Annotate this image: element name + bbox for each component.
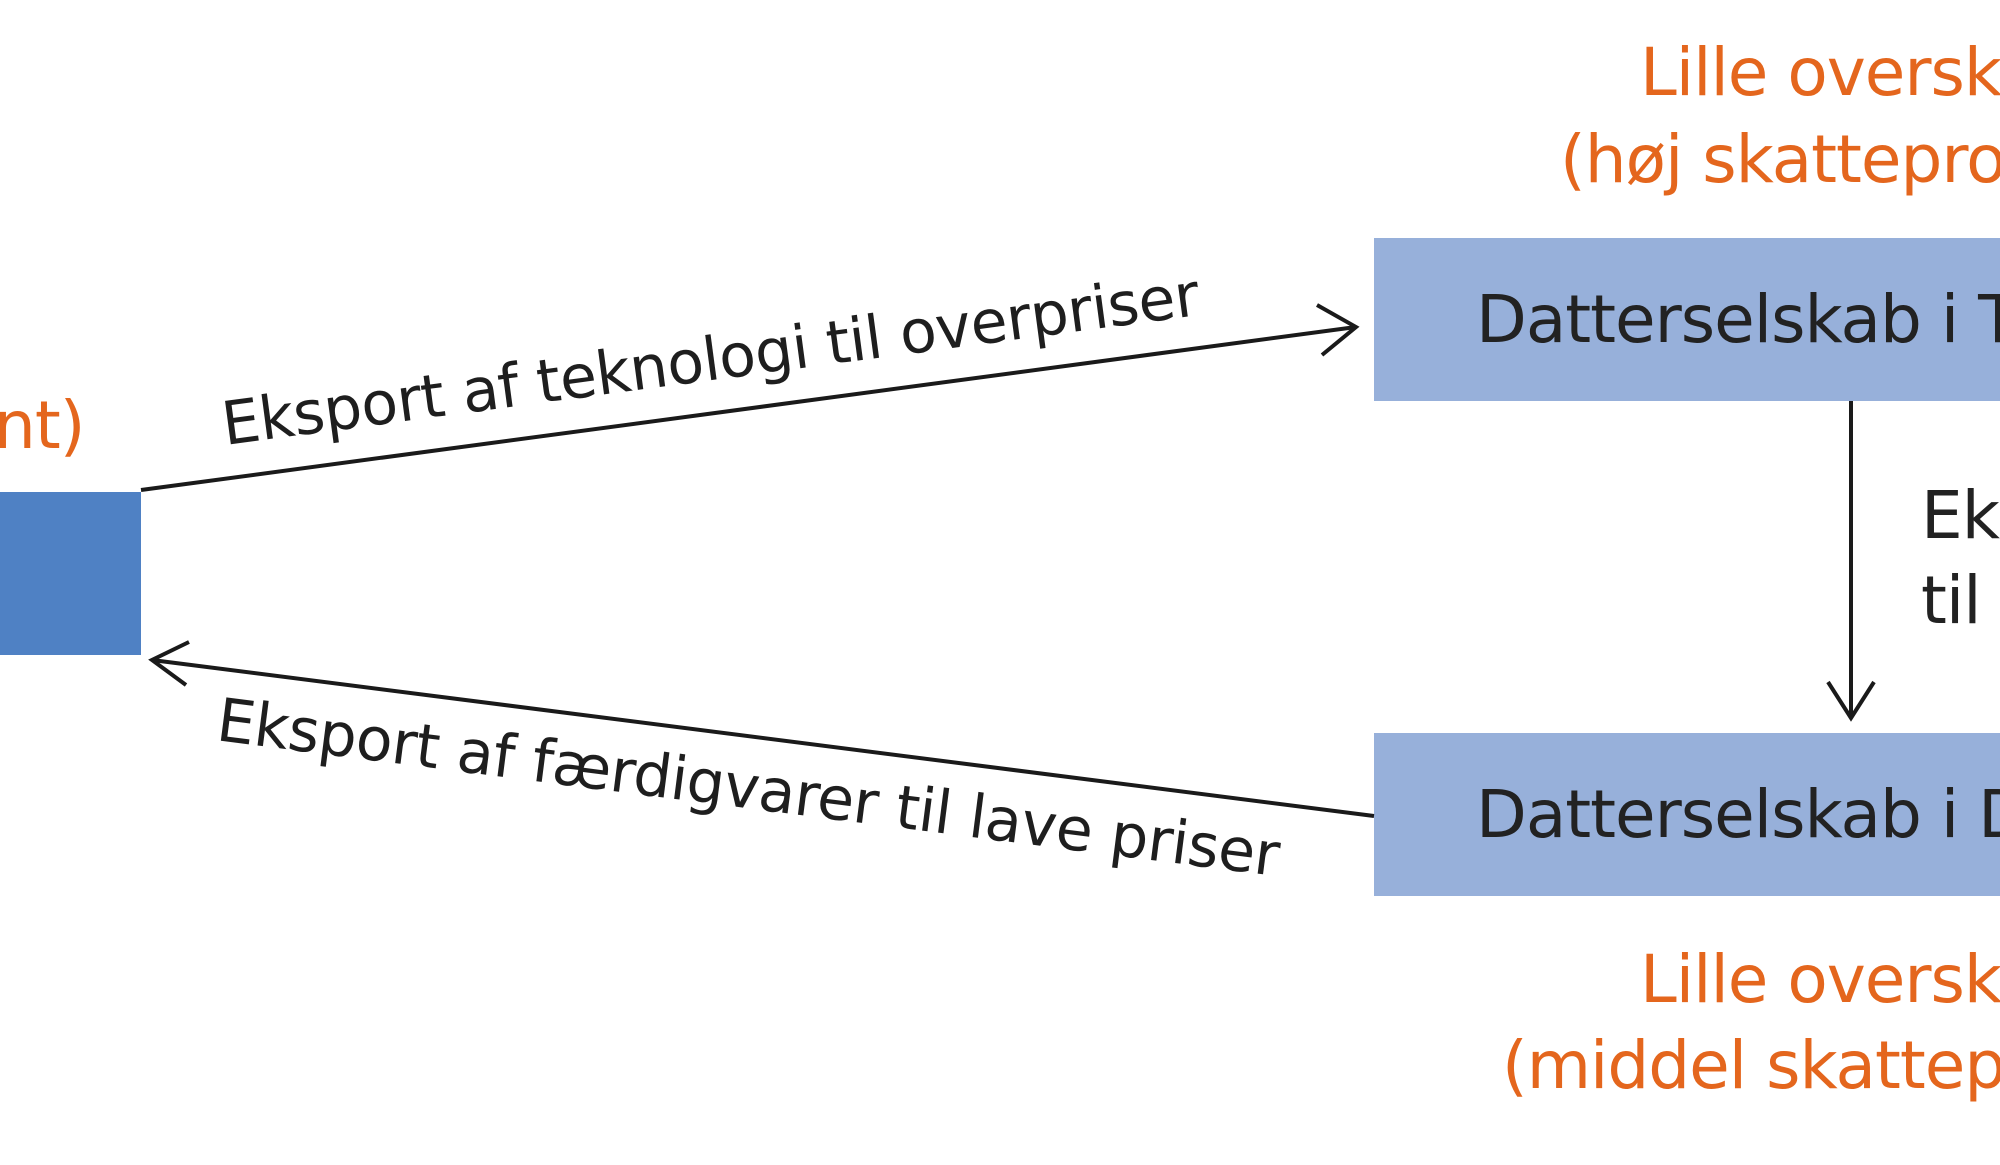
edge-label-parent-to-top: Eksport af teknologi til overpriser — [218, 260, 1204, 460]
edge-label-top-to-bottom-line1: Ek — [1921, 477, 2000, 554]
subsidiary-bottom-box — [1374, 733, 2000, 896]
edge-label-bottom-to-parent: Eksport af færdigvarer til lave priser — [213, 685, 1284, 890]
subsidiary-bottom-label: Datterselskab i D — [1476, 776, 2000, 853]
subsidiary-top-label: Datterselskab i Ty — [1476, 281, 2000, 358]
arrowhead-top-to-bottom — [1826, 680, 1876, 722]
edge-label-top-to-bottom-line2: til — [1921, 562, 1981, 639]
subsidiary-bottom-note-line2: (middel skattepr — [1502, 1027, 2000, 1104]
parent-company-box — [0, 492, 141, 655]
arrow-bottom-to-parent — [151, 658, 1375, 818]
arrowhead-parent-to-top — [1316, 303, 1360, 357]
subsidiary-top-note-line2: (høj skatteproc — [1560, 121, 2000, 198]
subsidiary-top-box — [1374, 238, 2000, 401]
subsidiary-top-note-line1: Lille oversku — [1640, 34, 2000, 111]
parent-caption-fragment: nt) — [0, 387, 84, 464]
subsidiary-bottom-note-line1: Lille oversku — [1640, 941, 2000, 1018]
arrow-parent-to-top — [140, 325, 1357, 492]
arrowhead-bottom-to-parent — [148, 640, 190, 687]
